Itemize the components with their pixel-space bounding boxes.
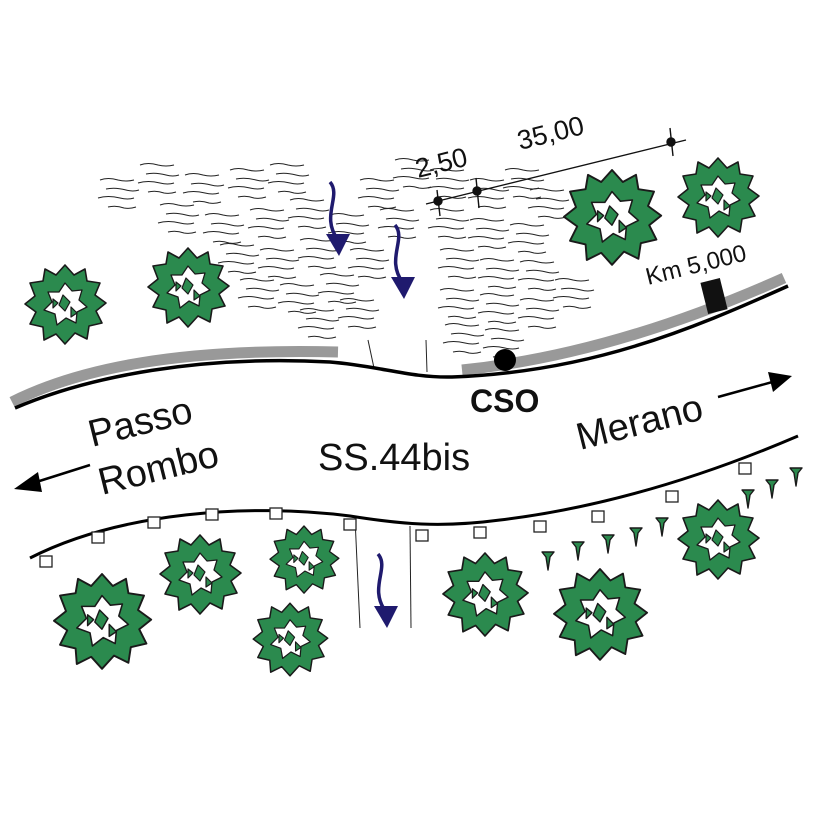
tree-icon <box>553 568 649 661</box>
dimension-lines <box>425 127 687 217</box>
conifer-sapling-icon <box>765 479 779 499</box>
tree-icon <box>159 534 242 615</box>
flow-arrow-icon <box>324 180 352 258</box>
tree-icon <box>677 157 760 238</box>
conifer-sapling-icon <box>601 534 615 554</box>
road-name-label: SS.44bis <box>318 437 470 479</box>
dimension-shoulder-label: 2,50 <box>412 142 470 184</box>
direction-arrow-icon <box>14 463 91 492</box>
cso-site-marker <box>494 349 516 371</box>
conifer-sapling-icon <box>741 489 755 509</box>
conifer-sapling-icon <box>655 517 669 537</box>
flow-arrows-upper <box>324 180 417 301</box>
conifer-sapling-icon <box>541 551 555 571</box>
cso-label: CSO <box>470 383 539 419</box>
guardrail-left <box>9 346 339 407</box>
flow-arrow-icon <box>372 552 400 630</box>
tree-icon <box>53 573 153 670</box>
trees-upper <box>24 157 760 345</box>
conifer-sapling-icon <box>571 541 585 561</box>
road-edge-lower <box>29 434 799 560</box>
tree-icon <box>24 264 107 345</box>
destination-right-label: Merano <box>572 387 707 459</box>
dimension-length-label: 35,00 <box>514 110 587 155</box>
slope-hatching <box>97 158 595 373</box>
tree-icon <box>252 602 329 677</box>
culvert <box>354 517 412 629</box>
tree-icon <box>563 169 663 266</box>
km-post-icon <box>700 278 728 314</box>
tree-icon <box>147 247 230 328</box>
tree-icon <box>442 552 529 637</box>
km-marker-label: Km 5,000 <box>643 240 749 291</box>
tree-icon <box>269 525 340 594</box>
road-edge-upper <box>14 284 789 410</box>
direction-arrow-icon <box>717 372 792 399</box>
conifer-sapling-icon <box>629 527 643 547</box>
conifer-sapling-icon <box>789 467 803 487</box>
tree-icon <box>677 499 760 580</box>
